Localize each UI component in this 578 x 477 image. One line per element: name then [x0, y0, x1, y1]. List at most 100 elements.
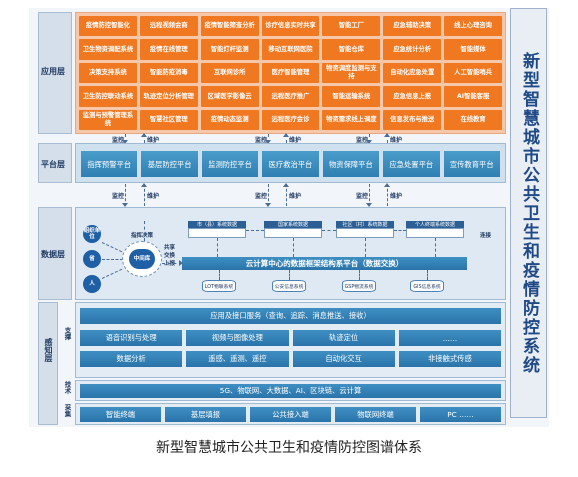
arrow-down-icon	[122, 203, 128, 207]
application-item: 区域医学影像云	[200, 86, 259, 107]
application-item: 诊疗信息实时共享	[261, 16, 320, 37]
chip-to-cloud	[365, 238, 366, 257]
chip-body	[264, 228, 322, 238]
arrow-up-icon	[384, 133, 390, 137]
connector-line	[286, 184, 287, 206]
monitor-label: 监控	[112, 193, 125, 200]
sensing-layer-side	[38, 302, 58, 425]
data-layer-side	[38, 207, 72, 300]
connector-line	[369, 184, 370, 206]
chip-tag: 个人终端系统数据	[406, 221, 464, 228]
maintain-label: 维护	[147, 136, 160, 144]
person-node: 人	[83, 275, 101, 293]
platform-item: 应急处置平台	[383, 151, 440, 177]
application-item: 轨迹定位分析管理	[139, 86, 198, 107]
system-data-chip: 国家系统数据	[277, 222, 308, 228]
system-data-chip: 市（县）系统数据	[196, 222, 237, 228]
application-item: 远程医疗会诊	[261, 109, 320, 130]
middle-db-node: 中间库	[129, 249, 155, 269]
application-item: 自动化应急处置	[383, 62, 442, 84]
support-item: 非接触式传感	[398, 351, 501, 367]
cloud-to-db	[289, 270, 290, 280]
link-org	[101, 242, 123, 253]
report-label: 上报	[164, 261, 176, 267]
arrow-down-icon	[366, 140, 372, 144]
cloud-to-db	[219, 270, 220, 280]
application-item: 决策支持系统	[79, 62, 137, 84]
connector-line	[387, 184, 388, 206]
monitor-label: 监控	[356, 193, 369, 200]
application-item: 智能工厂	[322, 16, 381, 37]
application-item: 智能灯杆监测	[200, 39, 259, 60]
connector-line	[369, 134, 370, 143]
command-label: 指挥决策	[131, 233, 154, 239]
link-province	[102, 259, 123, 260]
chip-link	[394, 230, 406, 231]
support-item: ……	[398, 330, 501, 346]
link-person	[101, 268, 123, 279]
cloud-to-db	[359, 270, 360, 280]
chip-tag: 市（县）系统数据	[188, 221, 246, 228]
system-title-box: 新型智慧城市公共卫生和疫情防控系统	[510, 8, 547, 418]
platform-layer-label: 平台层	[41, 160, 65, 169]
arrow-down-icon	[265, 203, 271, 207]
application-item: AI智能客服	[444, 86, 502, 107]
platform-row: 指挥预警平台基层防控平台监测防控平台医疗救治平台物资保障平台应急处置平台宣传教育…	[81, 151, 500, 177]
tech-bar: 5G、物联网、大数据、AI、区块链、云计算	[80, 384, 501, 398]
support-row-1: 语音识别与处理视频与图像处理轨迹定位……	[80, 330, 501, 346]
platform-item: 物资保障平台	[322, 151, 380, 177]
arrow-up-icon	[283, 183, 289, 187]
collection-item: 智能终端	[80, 407, 161, 422]
application-item: 线上心理咨询	[444, 16, 502, 37]
sensing-layer-label: 感知层	[44, 338, 53, 362]
system-data-chip: 社区（村）系统数据	[342, 222, 388, 228]
service-row: 应用及接口服务（查询、追踪、消息推送、接收）	[80, 308, 501, 324]
application-item: 应急辅助决策	[383, 16, 442, 37]
application-item: 智能媒体	[444, 39, 502, 60]
application-item: 卫生物资调配系统	[79, 39, 137, 60]
chip-body	[188, 228, 246, 238]
application-item: 远程医疗推广	[261, 86, 320, 107]
collection-item: 基层填报	[165, 407, 246, 422]
maintain-label: 维护	[289, 136, 302, 144]
application-item: 应急统计分析	[383, 39, 442, 60]
platform-layer-side	[38, 143, 72, 183]
application-item: 应急信息上报	[383, 86, 442, 107]
chip-body	[406, 228, 464, 238]
cloud-to-db	[427, 270, 428, 280]
system-data-chip: 个人终端系统数据	[414, 222, 455, 228]
application-item: 疫情防控智能化	[79, 16, 137, 37]
application-item: 物资需求线上调度	[322, 109, 381, 130]
database-icon: GIS信息系统	[410, 280, 444, 292]
support-label: 支撑	[63, 327, 71, 340]
application-item: 智能防疫消毒	[139, 62, 198, 84]
platform-item: 指挥预警平台	[81, 151, 138, 177]
connector-line	[268, 134, 269, 143]
platform-item: 宣传教育平台	[443, 151, 500, 177]
chip-to-cloud	[217, 238, 218, 257]
chip-tag: 国家系统数据	[264, 221, 322, 228]
application-item: 卫生防控联动系统	[79, 86, 137, 107]
province-node: 省	[83, 250, 101, 268]
platform-panel: 指挥预警平台基层防控平台监测防控平台医疗救治平台物资保障平台应急处置平台宣传教育…	[75, 143, 506, 183]
arrow-up-icon	[141, 183, 147, 187]
application-item: 人工智能哨兵	[444, 62, 502, 84]
collection-item: PC ……	[420, 407, 501, 422]
org-unit-node: 组织单位	[83, 225, 101, 243]
application-item: 物资调度监测与支持	[322, 62, 381, 84]
support-row-2: 数据分析遥感、遥测、遥控自动化交互非接触式传感	[80, 351, 501, 367]
application-item: 互联网诊所	[200, 62, 259, 84]
support-item: 语音识别与处理	[80, 330, 183, 346]
collection-item: 公共接入端	[250, 407, 331, 422]
application-item: 移动互联网医院	[261, 39, 320, 60]
support-item: 数据分析	[80, 351, 183, 367]
support-item: 遥感、遥测、遥控	[186, 351, 289, 367]
chip-to-cloud	[293, 238, 294, 257]
maintain-label: 维护	[390, 193, 403, 200]
arrow-up-icon	[141, 133, 147, 137]
sensing-panel: 应用及接口服务（查询、追踪、消息推送、接收） 语音识别与处理视频与图像处理轨迹定…	[75, 302, 506, 378]
connector-line	[125, 184, 126, 206]
arrow-down-icon	[265, 140, 271, 144]
figure-caption: 新型智慧城市公共卫生和疫情防控图谱体系	[156, 440, 422, 456]
arrow-down-icon	[366, 203, 372, 207]
